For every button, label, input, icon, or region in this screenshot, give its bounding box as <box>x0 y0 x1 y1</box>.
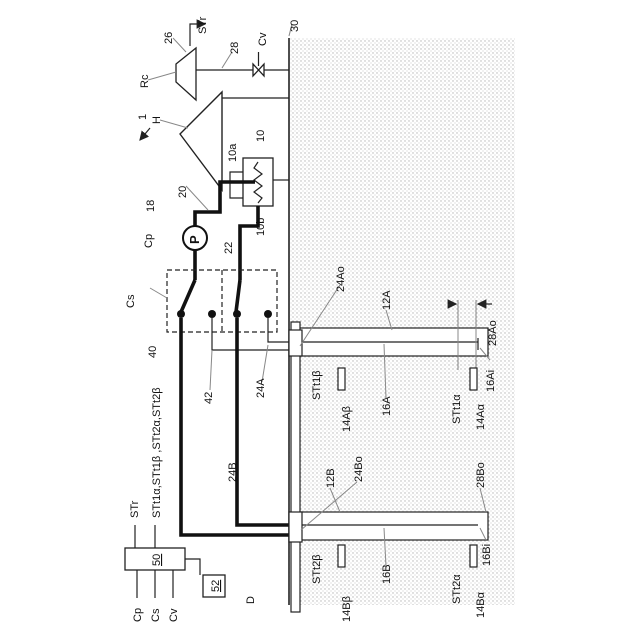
sensor-14Aa <box>470 368 477 390</box>
label-24Bo: 24Bo <box>353 456 365 482</box>
label-14Ba: 14Bα <box>475 591 487 618</box>
label-Cv: Cv <box>257 32 269 46</box>
controller-to-display <box>185 559 200 575</box>
label-50: 50 <box>151 554 163 566</box>
sensor-14Bb <box>338 545 345 567</box>
label-STt1b: STt1β <box>311 370 323 400</box>
label-ctrl-input-st: STt1α,STt1β ,STt2α,STt2β <box>151 387 163 518</box>
label-24Ao: 24Ao <box>335 266 347 292</box>
label-42: 42 <box>203 392 215 404</box>
label-fig-ref: 1 <box>137 114 149 120</box>
label-10: 10 <box>255 130 267 142</box>
label-16Ai: 16Ai <box>485 370 497 392</box>
label-STt1a: STt1α <box>451 394 463 424</box>
label-22: 22 <box>223 242 235 254</box>
label-28Ao: 28Ao <box>487 320 499 346</box>
label-Cs: Cs <box>125 294 137 308</box>
label-12A: 12A <box>381 290 393 310</box>
label-30: 30 <box>289 20 301 32</box>
label-14Ab: 14Aβ <box>341 406 353 432</box>
leader-42 <box>210 350 212 390</box>
switch-arm-b <box>236 280 240 312</box>
label-Cp: Cp <box>143 234 155 248</box>
label-STr-top: STr <box>197 16 209 34</box>
heater-inner-loop <box>230 172 243 198</box>
switch-node-b2 <box>264 310 272 318</box>
label-ctrl-out-cv: Cv <box>168 608 180 622</box>
switch-node-a2 <box>208 310 216 318</box>
label-28Bo: 28Bo <box>475 462 487 488</box>
label-10a: 10a <box>227 143 239 162</box>
label-10b: 10b <box>255 218 267 236</box>
label-26: 26 <box>163 32 175 44</box>
label-Rc: Rc <box>139 74 151 88</box>
sensor-14Ab <box>338 368 345 390</box>
label-14Bb: 14Bβ <box>341 596 353 622</box>
label-12B: 12B <box>325 468 337 488</box>
label-H: H <box>151 116 163 124</box>
label-D: D <box>245 596 257 604</box>
cooling-tower <box>180 92 222 190</box>
label-STt2b: STt2β <box>311 554 323 584</box>
leader-20 <box>186 186 208 210</box>
label-ctrl-out-cp: Cp <box>132 608 144 622</box>
leader-H <box>160 120 188 128</box>
label-16B: 16B <box>381 564 393 584</box>
fig-ref-arrow <box>140 128 150 140</box>
label-18: 18 <box>145 200 157 212</box>
label-24A: 24A <box>255 378 267 398</box>
label-14Aa: 14Aα <box>475 403 487 430</box>
sensor-14Ba <box>470 545 477 567</box>
radiator <box>176 48 196 100</box>
well-12B <box>296 512 488 540</box>
leader-Rc <box>148 72 176 80</box>
label-STt2a: STt2α <box>451 574 463 604</box>
leader-Cs <box>150 288 167 298</box>
wellhead-pipe-D <box>291 322 300 612</box>
label-ctrl-input-str: STr <box>129 500 141 518</box>
wellhead-B <box>289 512 302 542</box>
label-24B: 24B <box>227 462 239 482</box>
label-28: 28 <box>229 42 241 54</box>
label-16Bi: 16Bi <box>481 544 493 566</box>
switch-node-b1 <box>233 310 241 318</box>
label-40: 40 <box>147 346 159 358</box>
wellhead-A <box>289 330 302 356</box>
label-ctrl-out-cs: Cs <box>150 608 162 622</box>
pipe-24A-thin <box>212 318 298 350</box>
label-16A: 16A <box>381 396 393 416</box>
pipe-22 <box>240 206 258 280</box>
switch-node-a1 <box>177 310 185 318</box>
label-20: 20 <box>177 186 189 198</box>
label-52: 52 <box>210 580 222 592</box>
switch-arm-a <box>181 280 195 312</box>
label-P: P <box>187 235 202 244</box>
